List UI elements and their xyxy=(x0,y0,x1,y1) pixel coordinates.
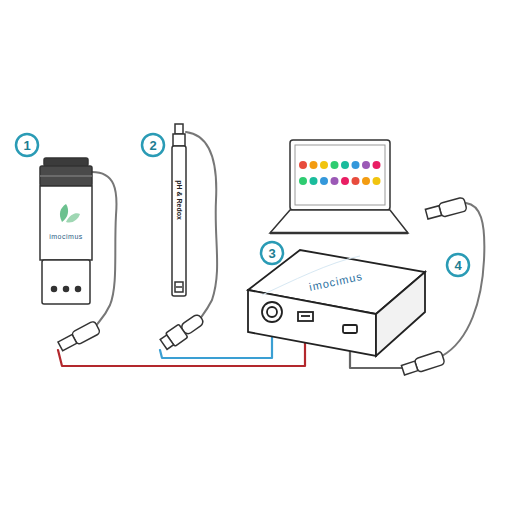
probe-cable xyxy=(186,132,217,322)
sensor-cable xyxy=(92,172,117,326)
sensor xyxy=(40,158,92,304)
laptop xyxy=(270,140,408,233)
usb-plug xyxy=(401,351,445,377)
callout-number: 4 xyxy=(454,259,461,272)
usb-plug xyxy=(57,320,101,352)
callout-number: 1 xyxy=(23,139,30,152)
brand-label: imocimus xyxy=(49,233,83,240)
bnc-plug xyxy=(159,312,206,351)
interface-box xyxy=(248,250,425,356)
probe-label: pH & Redox xyxy=(176,180,183,220)
callout-circle xyxy=(16,134,469,276)
callout-number: 3 xyxy=(268,247,275,260)
usb-cable xyxy=(442,203,484,356)
callout-number: 2 xyxy=(149,139,156,152)
usb-plug xyxy=(425,197,467,221)
ph-probe xyxy=(172,124,186,296)
